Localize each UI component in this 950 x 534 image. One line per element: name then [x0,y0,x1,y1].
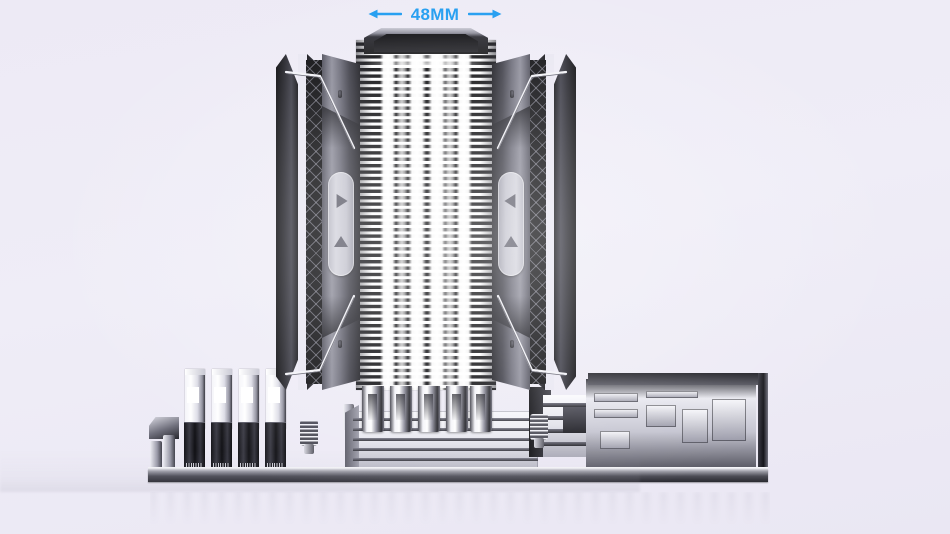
heatpipe-3 [418,386,440,432]
spring-stud [534,438,544,448]
triangle-right-icon [504,194,516,208]
dimm-slot-3 [238,369,259,469]
io-shield-top [588,373,768,385]
shroud-notch [322,296,360,338]
mounting-spring-right [530,414,548,448]
shroud-badge-left [328,172,354,276]
dimm-connector [211,422,232,469]
dimm-connector [238,422,259,469]
ram-module-3 [239,369,259,429]
arrow-right-icon [468,9,502,19]
capacitor [163,435,175,469]
cpu-air-cooler [276,28,576,454]
io-port [594,409,638,418]
ram-module-1 [185,369,205,429]
surface-reflection-detail [150,492,770,526]
shroud-gap [545,54,554,390]
heatsink-fin [353,428,538,431]
spring-coil [530,414,548,440]
fan-shroud-left [276,54,360,390]
io-port [682,409,708,443]
shroud-badge-right [498,172,524,276]
dimension-label: 48MM [410,4,460,24]
heatsink-fin-stack [356,40,496,390]
shroud-screw-hole [510,340,514,348]
shroud-screw-hole [338,90,342,98]
heatsink-fin [353,418,538,421]
shroud-notch [492,296,530,338]
heatpipe-column [428,40,446,390]
rear-io-panel [586,379,756,467]
heatpipe-column [444,40,456,390]
heatpipe-column [396,40,408,390]
dimm-slot-1 [184,369,205,469]
shroud-outer-post [276,54,298,390]
fin-edge-shadow [356,40,372,390]
shroud-notch [492,106,530,148]
dimm-connector [184,422,205,469]
dimm-connector [265,422,286,469]
heatsink-edge [345,405,359,469]
shroud-notch [322,106,360,148]
top-cover-inset [374,34,478,52]
dimm-slot-2 [211,369,232,469]
triangle-right-icon [336,194,348,208]
capacitor [150,441,162,469]
shroud-gap [298,54,307,390]
shroud-outer-post [554,54,576,390]
heatpipe-1 [362,386,384,432]
arrow-left-icon [368,9,402,19]
io-port [600,431,630,449]
triangle-up-icon [504,236,518,247]
heatsink-fin [353,448,538,451]
rear-io-and-vrm-area [529,373,768,469]
io-port [646,391,698,398]
pcb-board [148,469,768,482]
io-port [594,393,638,402]
shroud-screw-hole [510,90,514,98]
mounting-spring-left [300,420,318,454]
left-heatsink-block [149,417,179,439]
fan-shroud-right [492,54,576,390]
heatsink-fin [353,438,538,441]
spring-coil [300,420,318,446]
heatpipe-base-group [362,386,492,432]
top-cap-glow [362,50,490,68]
dimension-callout: 48MM [340,0,530,28]
heatpipe-column [408,40,426,390]
left-component-cluster [148,417,182,469]
heatpipe-column [456,40,472,390]
io-port [712,399,746,441]
heatpipe-2 [390,386,412,432]
heatpipe-5 [470,386,492,432]
surface-reflection [0,450,640,492]
heatsink-fin [353,458,538,461]
ram-module-2 [212,369,232,429]
heatpipe-column [380,40,396,390]
io-port [646,405,676,427]
triangle-up-icon [334,236,348,247]
io-shield-wall [758,373,768,469]
shroud-screw-hole [338,340,342,348]
spring-stud [304,444,314,454]
heatpipe-4 [446,386,468,432]
motherboard [148,369,768,492]
